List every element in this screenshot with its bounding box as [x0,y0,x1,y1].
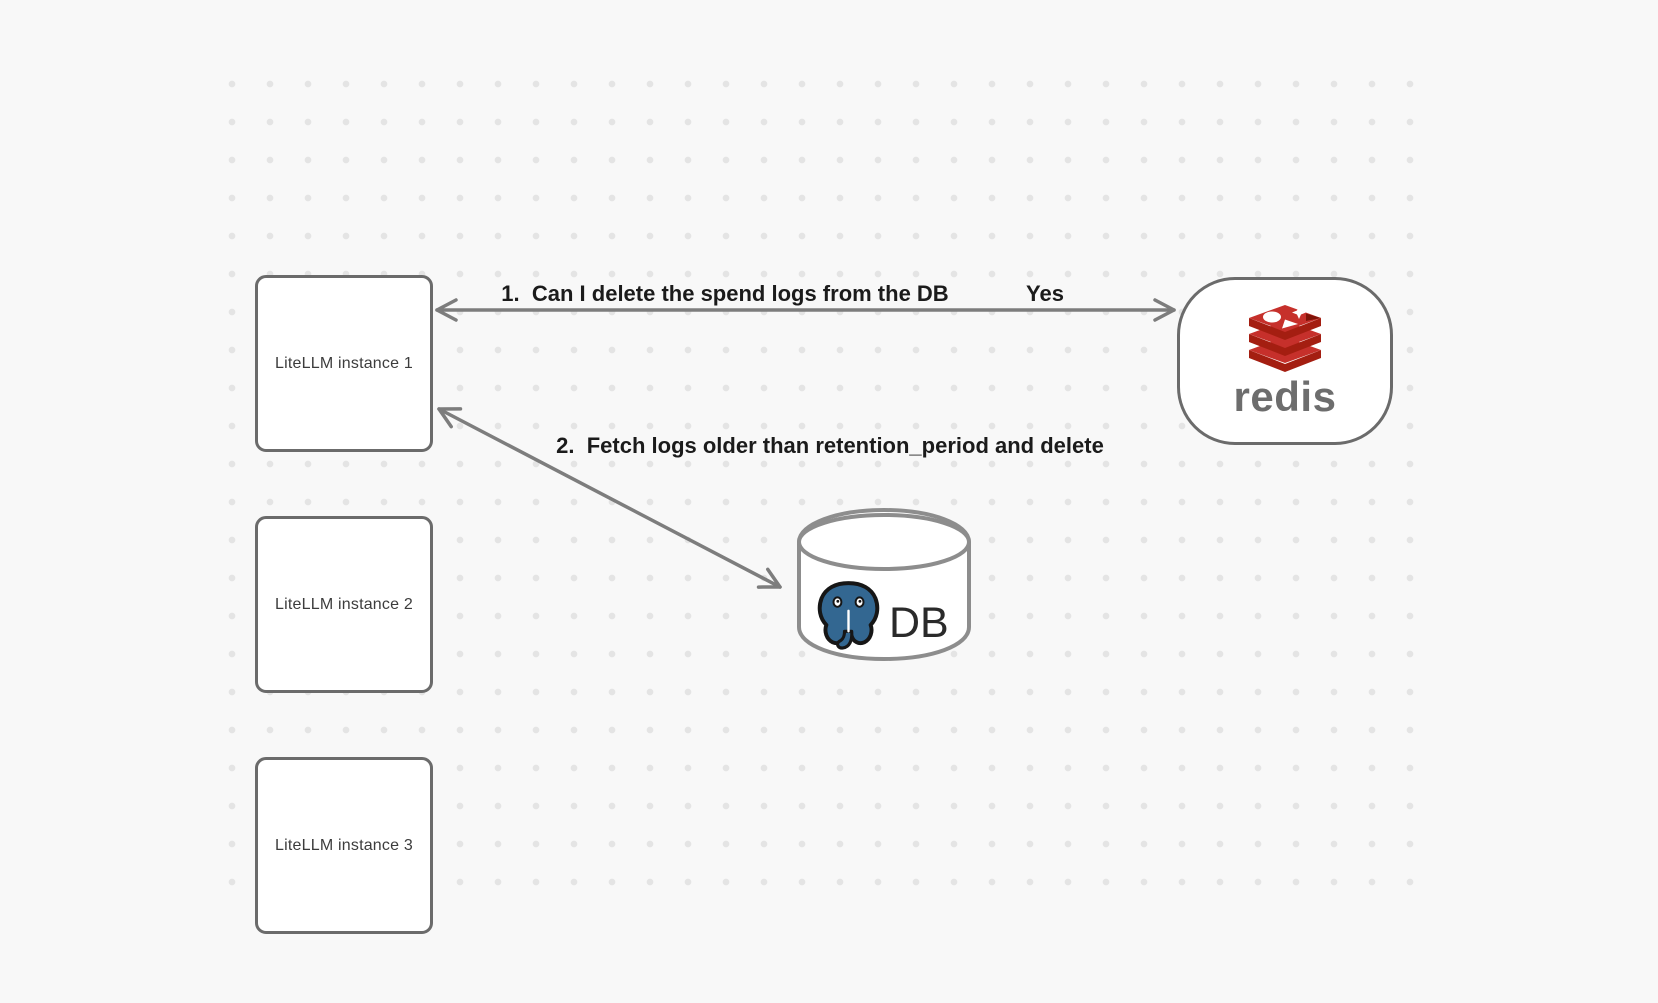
litellm-instance-3-node: LiteLLM instance 3 [255,757,433,934]
edge1-response-label: Yes [1026,281,1064,306]
redis-stack-icon [1249,304,1321,372]
redis-wordmark: redis [1233,372,1337,420]
litellm-instance-2-node: LiteLLM instance 2 [255,516,433,693]
edge2-label: 2. Fetch logs older than retention_perio… [556,433,1104,458]
litellm-instance-1-node: LiteLLM instance 1 [255,275,433,452]
redis-node: redis [1177,277,1393,445]
node-label: LiteLLM instance 2 [275,595,413,613]
node-label: LiteLLM instance 1 [275,354,413,372]
edge1-label: 1. Can I delete the spend logs from the … [501,281,949,306]
node-label: LiteLLM instance 3 [275,836,413,854]
